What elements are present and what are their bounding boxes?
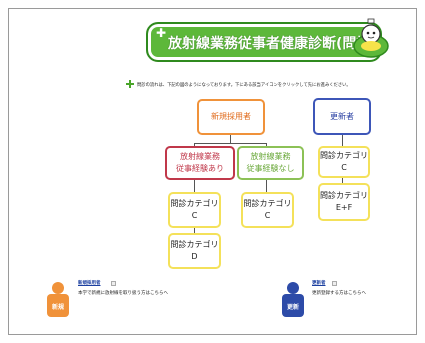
medical-cross-icon: ✚ [156, 26, 167, 40]
connector-line [194, 143, 195, 148]
category-c-box: 問診カテゴリ C [241, 192, 294, 228]
category-c-line1: 問診カテゴリ [243, 199, 292, 208]
category-ef-line2: E+F [335, 203, 353, 212]
category-c-box: 問診カテゴリ C [318, 146, 370, 178]
with-experience-line2: 従事経験あり [176, 164, 224, 173]
page-title: 放射線業務従事者健康診断(問診) [168, 36, 377, 52]
with-experience-line1: 放射線業務 [180, 152, 220, 161]
new-employee-desc: 本学で新規に放射線を取り扱う方はこちらへ [78, 291, 168, 296]
connector-line [194, 228, 195, 233]
category-c-box: 問診カテゴリ C [168, 192, 221, 228]
connector-line [230, 135, 231, 143]
renewal-desc: 更新登録する方はこちらへ [312, 291, 366, 296]
new-employee-entry[interactable]: 新規 新規採用者 本学で新規に放射線を取り扱う方はこちらへ [40, 278, 190, 320]
category-d-line1: 問診カテゴリ [170, 240, 219, 249]
category-c-line2: C [264, 211, 271, 220]
renewal-figure-label: 更新 [286, 304, 299, 311]
new-employee-figure-icon[interactable] [45, 281, 71, 317]
category-c-line2: C [341, 163, 347, 172]
new-employee-box: 新規採用者 [197, 99, 265, 135]
page-banner: ✚ 放射線業務従事者健康診断(問診) [146, 22, 382, 62]
renewal-link[interactable]: 更新者 [312, 281, 326, 286]
new-employee-label: 新規採用者 [211, 112, 251, 121]
renewal-label: 更新者 [330, 111, 354, 121]
category-c-line1: 問診カテゴリ [320, 151, 368, 160]
connector-line [194, 180, 195, 192]
renewal-entry[interactable]: 更新 更新者 更新登録する方はこちらへ [278, 278, 408, 320]
new-employee-link[interactable]: 新規採用者 [78, 281, 101, 286]
without-experience-box: 放射線業務 従事経験なし [237, 146, 304, 180]
connector-line [194, 143, 266, 144]
category-c-line2: C [191, 211, 198, 220]
without-experience-line2: 従事経験なし [246, 164, 295, 173]
connector-line [342, 135, 343, 146]
category-ef-line1: 問診カテゴリ [320, 191, 368, 200]
category-d-line2: D [191, 252, 198, 261]
green-cross-icon [126, 80, 134, 88]
connector-line [266, 180, 267, 192]
renewal-box: 更新者 [313, 98, 371, 135]
mascot-icon [353, 18, 389, 58]
page-icon [332, 281, 337, 286]
category-ef-box: 問診カテゴリ E+F [318, 183, 370, 221]
category-c-line1: 問診カテゴリ [170, 199, 219, 208]
renewal-figure-icon[interactable] [280, 281, 306, 317]
connector-line [342, 178, 343, 183]
without-experience-line1: 放射線業務 [250, 152, 291, 161]
connector-line [266, 143, 267, 148]
category-d-box: 問診カテゴリ D [168, 233, 221, 269]
intro-text: 問診の流れは、下記の図のようになっております。下にある該当アイコンをクリックして… [137, 83, 351, 88]
page-icon [111, 281, 116, 286]
new-employee-figure-label: 新規 [51, 304, 64, 311]
with-experience-box: 放射線業務 従事経験あり [165, 146, 235, 180]
